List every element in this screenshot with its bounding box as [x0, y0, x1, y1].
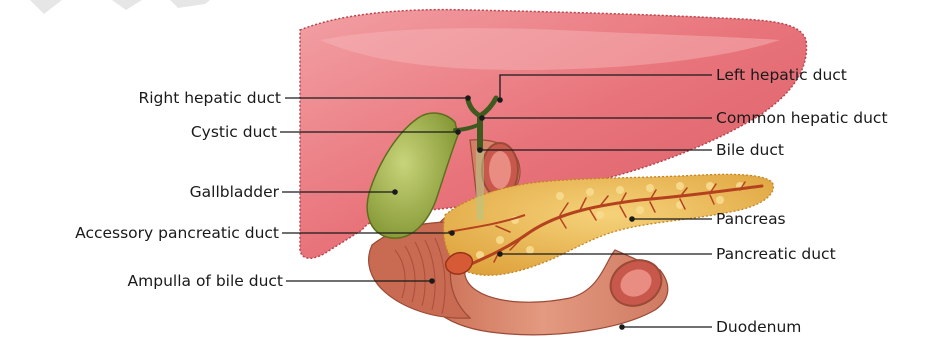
label-accessory-pancreatic-duct: Accessory pancreatic duct	[75, 224, 279, 242]
watermark-fragment	[30, 0, 210, 14]
label-common-hepatic-duct: Common hepatic duct	[716, 109, 888, 127]
duodenum-upper-lumen	[489, 151, 511, 189]
label-pancreatic-duct: Pancreatic duct	[716, 245, 836, 263]
label-cystic-duct: Cystic duct	[191, 123, 277, 141]
label-bile-duct: Bile duct	[716, 141, 784, 159]
label-pancreas: Pancreas	[716, 210, 786, 228]
label-right-hepatic-duct: Right hepatic duct	[138, 89, 281, 107]
label-duodenum: Duodenum	[716, 318, 801, 336]
label-gallbladder: Gallbladder	[190, 183, 280, 201]
bile-duct-course	[476, 150, 484, 220]
label-ampulla-of-bile-duct: Ampulla of bile duct	[128, 272, 283, 290]
label-left-hepatic-duct: Left hepatic duct	[716, 66, 847, 84]
